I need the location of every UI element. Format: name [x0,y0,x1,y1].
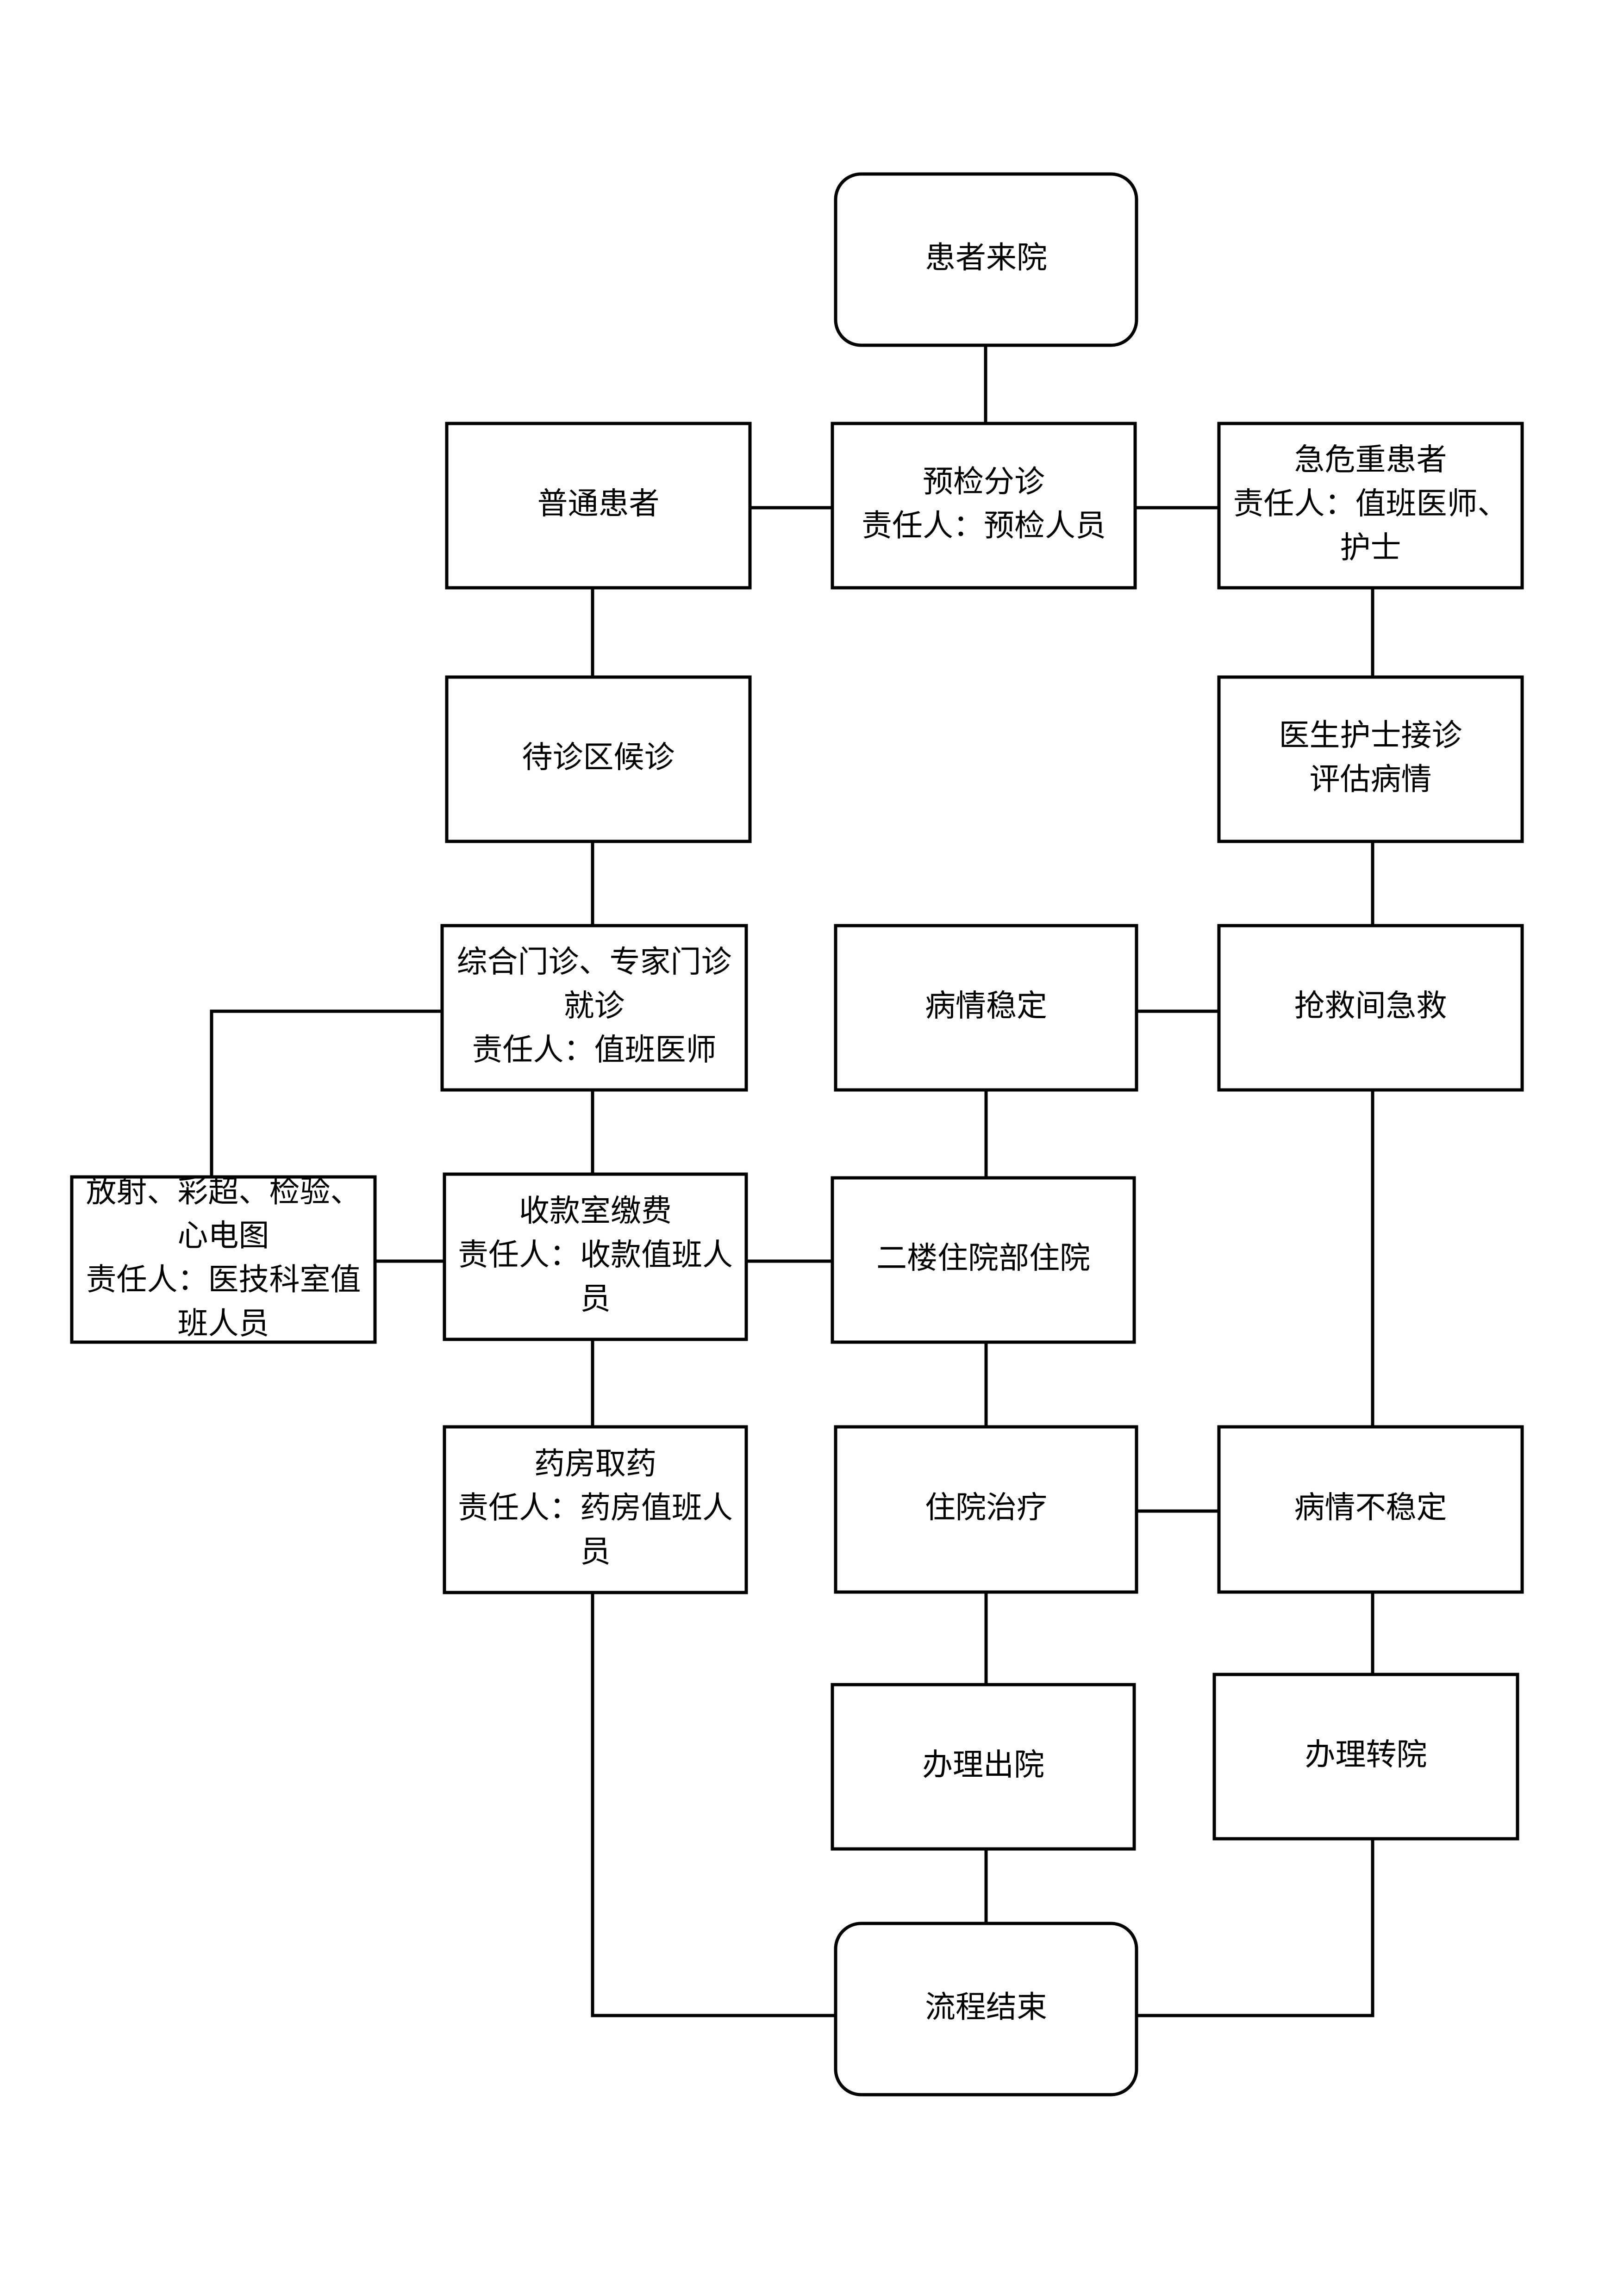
node-stable-label: 病情稳定 [925,988,1047,1024]
node-waiting-box [445,675,752,843]
node-transfer-label: 办理转院 [1305,1737,1427,1773]
node-clinic-box [440,924,748,1092]
node-exam-label: 班人员 [178,1306,269,1341]
node-unstable: 病情不稳定 [1217,1425,1524,1594]
node-exam-label: 放射、彩超、检验、 [86,1174,361,1209]
edge-pharmacy-to-end [591,1593,836,2017]
node-rescue-label: 抢救间急救 [1294,988,1447,1024]
node-critical-label: 护士 [1340,530,1401,566]
node-waiting-label: 待诊区候诊 [522,740,675,775]
node-pharmacy-label: 药房取药 [534,1446,656,1481]
node-arrive-label: 患者来院 [925,240,1047,275]
node-arrive: 患者来院 [834,172,1138,347]
node-pharmacy-label: 责任人：药房值班人 [458,1490,733,1525]
edge-exam-to-clinic [210,1009,443,1177]
node-critical-box [1217,422,1524,590]
node-exam-label: 责任人：医技科室值 [86,1262,361,1297]
node-payment-label: 收款室缴费 [519,1193,672,1229]
node-assess-box [1217,675,1524,843]
node-inpatient-label: 住院治疗 [925,1490,1047,1525]
node-rescue-box [1217,924,1524,1092]
node-general-box [445,422,752,590]
node-arrive-box [834,172,1138,347]
node-pharmacy-label: 员 [580,1534,611,1569]
node-clinic-label: 责任人：值班医师 [472,1032,717,1068]
node-triage-box [831,422,1137,590]
node-unstable-label: 病情不稳定 [1294,1490,1447,1525]
node-unstable-box [1217,1425,1524,1594]
node-general-label: 普通患者 [537,486,660,522]
node-payment-label: 员 [580,1281,611,1317]
node-pharmacy-box [443,1425,748,1594]
node-discharge-box [831,1683,1136,1851]
node-stable-box [834,924,1138,1092]
node-admit-box [831,1176,1136,1344]
node-clinic-label: 就诊 [564,988,625,1024]
node-admit-label: 二楼住院部住院 [876,1240,1090,1276]
node-admit: 二楼住院部住院 [831,1176,1136,1344]
node-exam-label: 心电图 [178,1218,269,1253]
node-end-label: 流程结束 [925,1989,1047,2025]
node-stable: 病情稳定 [834,924,1138,1092]
edges [210,345,1374,2017]
node-exam-box [70,1175,377,1344]
node-assess-label: 评估病情 [1310,761,1432,797]
node-end-box [834,1922,1138,2097]
node-inpatient-box [834,1425,1138,1594]
node-transfer: 办理转院 [1212,1673,1519,1841]
node-payment-box [443,1172,748,1341]
node-assess-label: 医生护士接诊 [1279,717,1462,753]
node-triage-label: 预检分诊 [923,464,1045,499]
node-triage-label: 责任人：预检人员 [862,508,1106,543]
node-rescue: 抢救间急救 [1217,924,1524,1092]
node-clinic-label: 综合门诊、专家门诊 [457,944,732,980]
node-discharge-label: 办理出院 [922,1747,1044,1783]
node-waiting: 待诊区候诊 [445,675,752,843]
node-critical-label: 责任人：值班医师、 [1233,486,1508,522]
node-general: 普通患者 [445,422,752,590]
node-transfer-box [1212,1673,1519,1841]
node-discharge: 办理出院 [831,1683,1136,1851]
node-payment-label: 责任人：收款值班人 [458,1237,733,1273]
edge-transfer-to-end [1136,1839,1374,2017]
node-end: 流程结束 [834,1922,1138,2097]
node-critical-label: 急危重患者 [1294,442,1447,478]
node-inpatient: 住院治疗 [834,1425,1138,1594]
